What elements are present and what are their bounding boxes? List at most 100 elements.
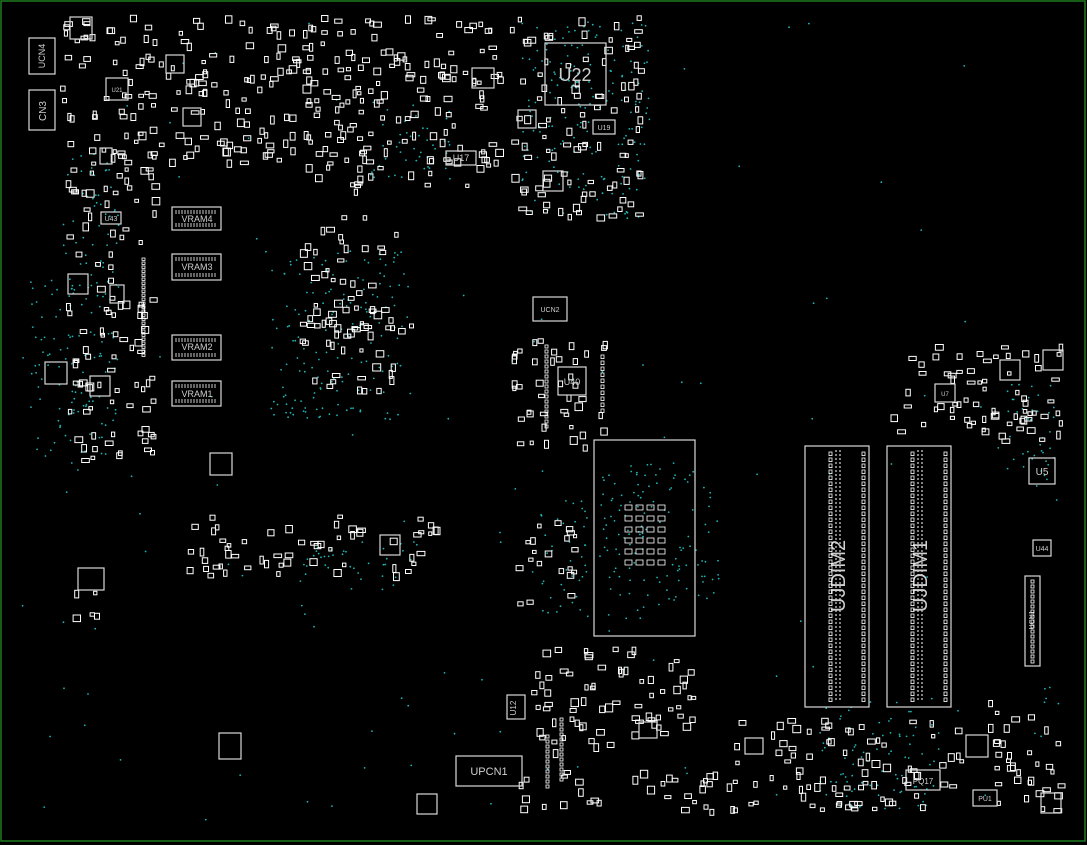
- ic-square[interactable]: [182, 107, 202, 127]
- via: [1047, 463, 1050, 466]
- component-pu1[interactable]: PU1: [972, 789, 998, 807]
- smd-pad: [567, 179, 572, 186]
- smd-pad: [512, 385, 517, 392]
- ic-square[interactable]: [965, 734, 989, 758]
- component-upcn1[interactable]: UPCN1: [455, 755, 523, 787]
- smd-pad: [233, 146, 242, 153]
- ic-square[interactable]: [517, 109, 537, 129]
- via: [628, 127, 631, 130]
- ic-square[interactable]: [67, 273, 89, 295]
- via: [302, 410, 305, 412]
- component-ucn1[interactable]: UCN1: [1024, 575, 1041, 667]
- via: [394, 174, 396, 177]
- component-vram3[interactable]: VRAM3: [171, 253, 222, 281]
- smd-pad: [306, 76, 313, 85]
- smd-pad: [578, 396, 587, 403]
- cpu-pad: [635, 515, 644, 522]
- ic-square[interactable]: [218, 732, 242, 760]
- smd-pad: [112, 59, 118, 66]
- connector-pin: [828, 595, 833, 600]
- component-ujdim1[interactable]: UJDIM1: [886, 445, 952, 708]
- ic-square[interactable]: [471, 67, 495, 89]
- ic-square[interactable]: [542, 170, 564, 192]
- smd-pad: [542, 134, 547, 140]
- smd-pad: [428, 531, 433, 536]
- ic-square[interactable]: [416, 793, 438, 815]
- component-ujdim2[interactable]: UJDIM2: [804, 445, 870, 708]
- component-u21[interactable]: U21: [105, 77, 129, 101]
- component-label-ujdim1: UJDIM1: [910, 540, 932, 612]
- connector-pin: [910, 541, 915, 546]
- via: [332, 554, 334, 556]
- smd-pad: [524, 154, 533, 161]
- ic-square[interactable]: [109, 284, 125, 304]
- via: [522, 155, 525, 158]
- ic-square[interactable]: [744, 737, 764, 755]
- smd-pad: [354, 305, 359, 311]
- smd-pad: [634, 41, 641, 48]
- component-u19[interactable]: U19: [592, 119, 616, 135]
- ic-square[interactable]: [999, 359, 1021, 381]
- ic-square[interactable]: [69, 16, 93, 40]
- component-ucn4[interactable]: UCN4: [28, 37, 56, 75]
- ic-square[interactable]: [89, 375, 111, 397]
- smd-pad: [956, 401, 962, 408]
- connector-pin: [861, 499, 866, 504]
- component-u12[interactable]: U12: [506, 694, 526, 720]
- via: [447, 417, 450, 420]
- component-u43[interactable]: U43: [100, 211, 122, 225]
- ic-square[interactable]: [1042, 349, 1064, 371]
- component-u7[interactable]: U7: [934, 383, 956, 403]
- connector-pin: [861, 535, 866, 540]
- component-vram1[interactable]: VRAM1: [171, 380, 222, 407]
- connector-pin: [861, 655, 866, 660]
- cpu-pad: [646, 526, 655, 533]
- ic-square[interactable]: [209, 452, 233, 476]
- component-u17[interactable]: U17: [445, 150, 477, 166]
- component-pq17[interactable]: PQ17: [905, 769, 941, 791]
- smd-pad: [122, 92, 127, 99]
- smd-pad: [806, 753, 813, 760]
- smd-pad: [956, 369, 963, 374]
- smd-pad: [342, 306, 350, 314]
- component-u22[interactable]: U22: [544, 42, 607, 106]
- smd-pad: [550, 357, 555, 366]
- smd-pad: [753, 781, 758, 788]
- via: [432, 144, 434, 147]
- ic-square[interactable]: [165, 54, 185, 74]
- via: [310, 281, 313, 284]
- ic-square[interactable]: [77, 567, 105, 591]
- smd-pad: [194, 79, 200, 87]
- smd-pad: [515, 565, 524, 572]
- via: [842, 773, 844, 775]
- connector-pin: [861, 493, 866, 498]
- smd-pad: [826, 739, 832, 745]
- via: [342, 298, 345, 300]
- component-vram2[interactable]: VRAM2: [171, 334, 222, 361]
- smd-pad: [326, 383, 334, 389]
- component-ucn2[interactable]: UCN2: [532, 296, 568, 322]
- via: [210, 395, 213, 398]
- component-u5[interactable]: U5: [1028, 457, 1056, 485]
- connector-pin: [828, 559, 833, 564]
- via: [704, 560, 707, 563]
- smd-pad: [126, 403, 134, 409]
- via: [82, 236, 85, 239]
- via: [1049, 384, 1052, 387]
- cpu-socket-outline[interactable]: [593, 439, 696, 637]
- smd-pad: [309, 558, 318, 567]
- component-u40[interactable]: U40: [557, 366, 587, 396]
- component-u44[interactable]: U44: [1032, 539, 1052, 557]
- smd-pad: [170, 65, 175, 72]
- component-vram4[interactable]: VRAM4: [171, 206, 222, 231]
- connector-pin: [943, 583, 948, 588]
- component-cn3[interactable]: CN3: [28, 89, 56, 131]
- ic-square[interactable]: [638, 721, 658, 739]
- ic-square[interactable]: [44, 361, 68, 385]
- connector-pin: [943, 535, 948, 540]
- ic-square[interactable]: [379, 534, 401, 556]
- via: [558, 183, 561, 186]
- ic-square[interactable]: [1040, 792, 1062, 814]
- ic-square[interactable]: [99, 147, 113, 165]
- smd-pad: [269, 80, 274, 88]
